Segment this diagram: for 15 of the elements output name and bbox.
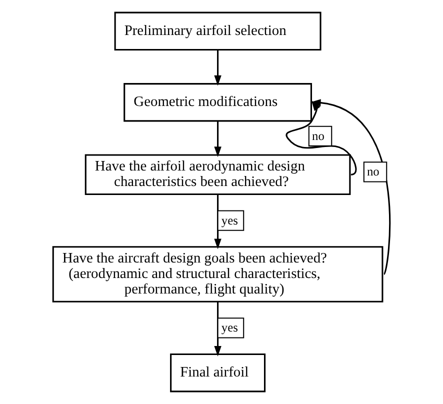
arrow <box>214 194 222 250</box>
node-box: Have the airfoil aerodynamic design characteristics been achieved? <box>84 154 351 196</box>
arrow <box>214 121 222 157</box>
edge-label: no <box>367 164 380 179</box>
node-box: Preliminary airfoil selection <box>114 12 322 50</box>
edge-label: yes <box>221 213 238 228</box>
arrow <box>214 302 222 356</box>
arrow <box>310 99 390 275</box>
arrow <box>214 50 222 86</box>
edge-label: no <box>312 128 324 143</box>
arrow <box>286 100 357 176</box>
node-box: Final airfoil <box>170 354 266 392</box>
node-box: Geometric modifications <box>124 83 312 122</box>
edge-label: yes <box>221 320 238 335</box>
node-box: Have the aircraft design goals been achieved? (aerodynamic and structural characteristics, performance, flight quality) <box>52 246 384 302</box>
